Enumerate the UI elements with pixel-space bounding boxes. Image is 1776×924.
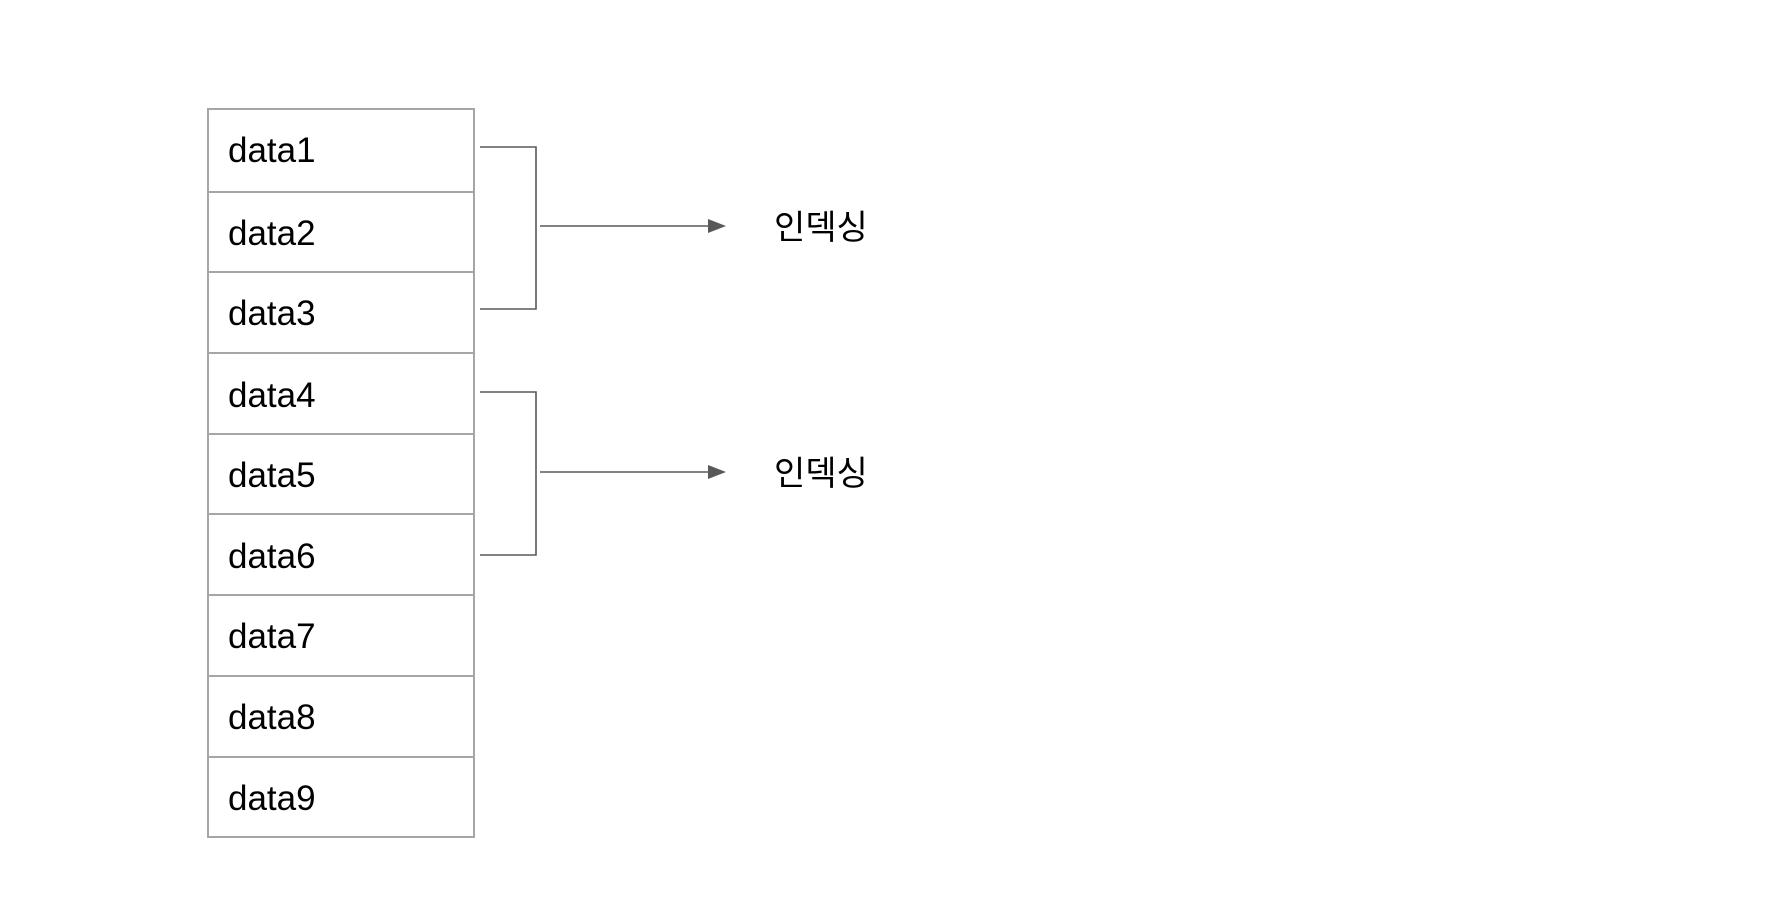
data-column: data1 data2 data3 data4 data5 data6 — [207, 108, 475, 838]
data-cell-box — [207, 352, 475, 435]
data-cell-label: data6 — [228, 537, 316, 576]
data-cell-box — [207, 108, 475, 193]
data-cell: data6 — [207, 513, 475, 596]
data-cell: data8 — [207, 675, 475, 758]
data-cell: data1 — [207, 108, 475, 193]
data-cell-label: data7 — [228, 617, 316, 656]
data-cell: data3 — [207, 271, 475, 354]
data-cell: data9 — [207, 756, 475, 838]
data-cell-label: data9 — [228, 779, 316, 818]
arrow-head-icon — [708, 465, 726, 479]
data-cell-box — [207, 756, 475, 838]
data-cell: data2 — [207, 191, 475, 273]
data-cell: data7 — [207, 594, 475, 677]
index-label: 인덱싱 — [774, 454, 868, 494]
data-cell-label: data2 — [228, 214, 316, 253]
data-cell-label: data8 — [228, 698, 316, 737]
group-bracket — [480, 391, 537, 556]
index-label: 인덱싱 — [774, 208, 868, 248]
data-cell-box — [207, 191, 475, 273]
data-cell: data5 — [207, 433, 475, 515]
data-cell-box — [207, 675, 475, 758]
arrow-head-icon — [708, 219, 726, 233]
data-cell-label: data1 — [228, 131, 316, 170]
data-cell-label: data5 — [228, 456, 316, 495]
index-group: 인덱싱 — [480, 146, 868, 310]
data-cell-label: data3 — [228, 294, 316, 333]
group-bracket — [480, 146, 537, 310]
index-group: 인덱싱 — [480, 391, 868, 556]
data-cell-label: data4 — [228, 376, 316, 415]
data-cell-box — [207, 513, 475, 596]
data-cell: data4 — [207, 352, 475, 435]
data-cell-box — [207, 271, 475, 354]
